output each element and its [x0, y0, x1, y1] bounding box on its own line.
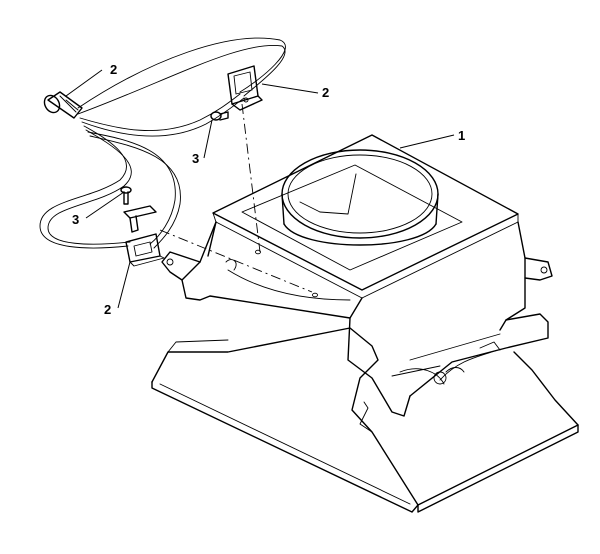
upper-switch: [227, 65, 263, 111]
lower-switch: [125, 233, 165, 267]
upper-screw: [210, 111, 229, 121]
callout-3-upper-screw: 3: [192, 151, 199, 166]
base-tray: [151, 327, 579, 513]
leader-lines: [65, 69, 455, 309]
callout-3-lower-screw: 3: [72, 212, 79, 227]
blower-housing: [161, 134, 553, 417]
callout-1: 1: [458, 128, 465, 143]
callout-2-connector: 2: [110, 62, 117, 77]
callout-2-upper-switch: 2: [322, 85, 329, 100]
callout-2-lower-switch: 2: [104, 302, 111, 317]
wire-harness: [39, 37, 286, 249]
alignment-lines: [159, 103, 313, 293]
connector-plug: [43, 91, 83, 119]
lower-screw: [120, 186, 132, 205]
lower-bracket: [123, 205, 157, 233]
